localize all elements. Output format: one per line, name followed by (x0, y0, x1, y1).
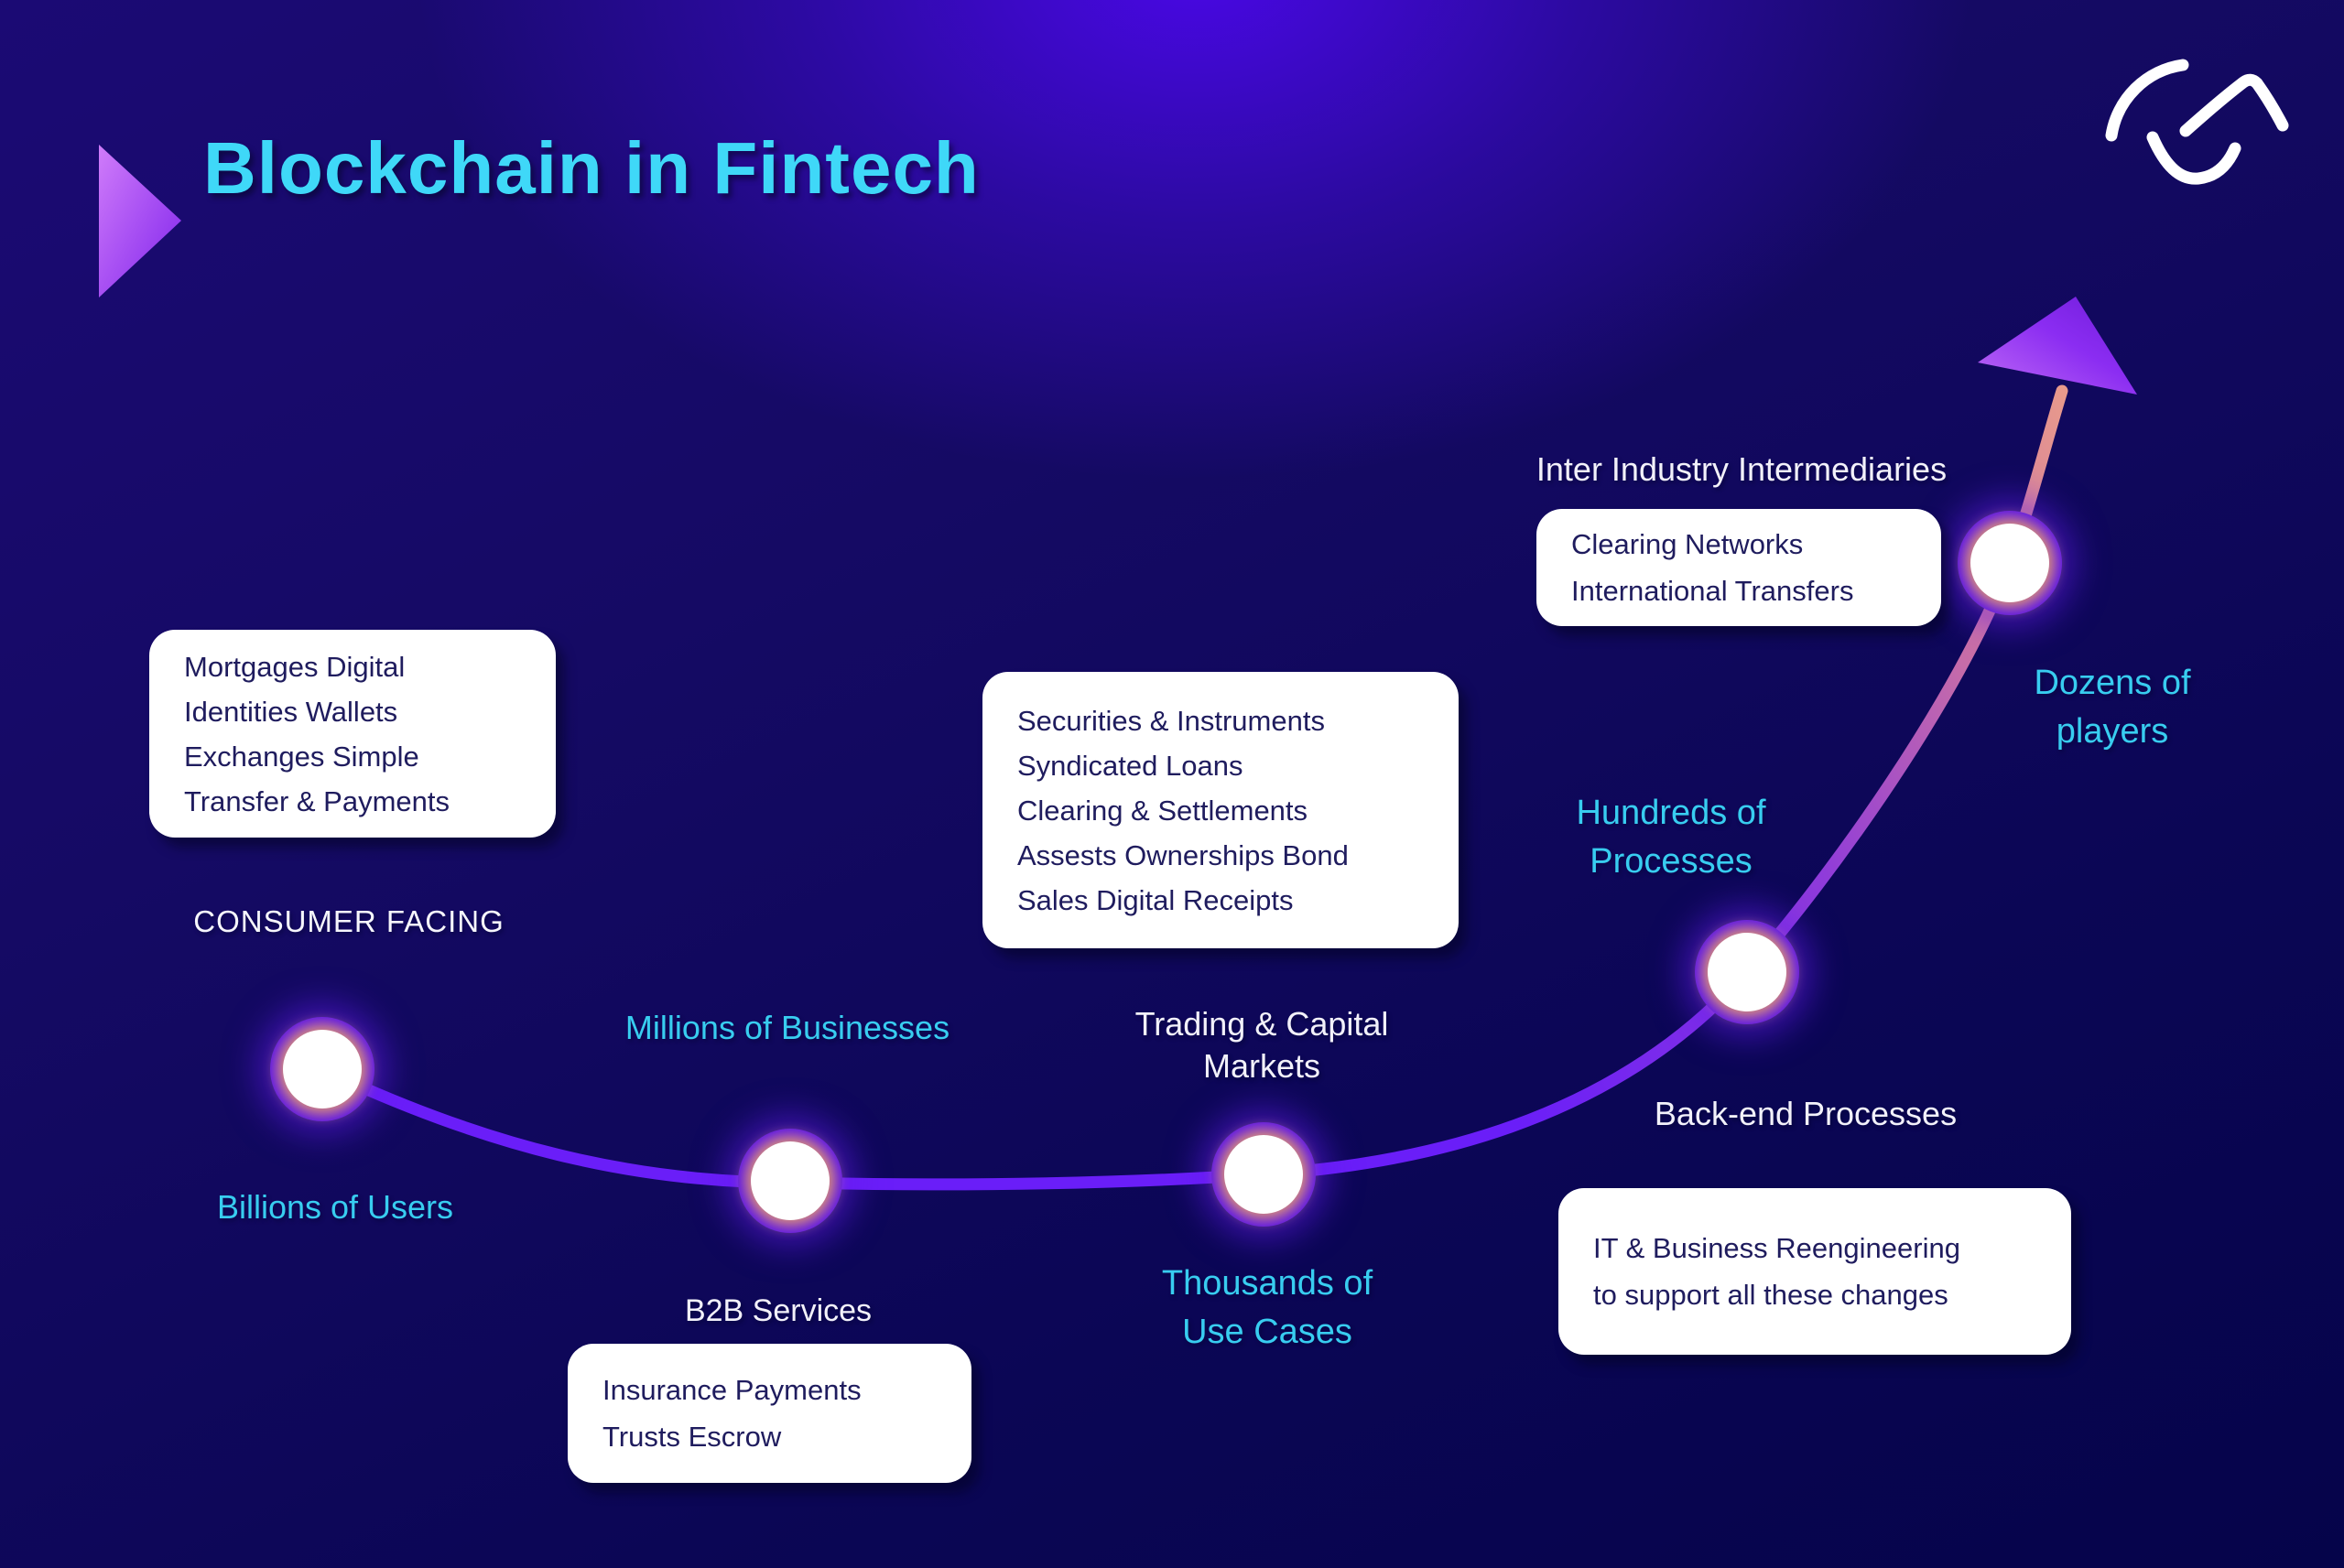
milestone-node-inter-industry-intermediaries (1970, 524, 2049, 602)
growth-curve (316, 384, 2068, 1191)
milestone-node-back-end-processes (1708, 933, 1786, 1011)
milestone-node-b2b-services (751, 1141, 830, 1220)
brand-logo-icon (2105, 59, 2289, 185)
logo-arc-stroke (2105, 59, 2189, 142)
category-label-consumer-facing: CONSUMER FACING (193, 904, 505, 938)
callout-b2b-services: Insurance Payments Trusts Escrow (568, 1344, 971, 1483)
title-accent-triangle-icon (99, 145, 181, 297)
category-label-b2b-services: B2B Services (684, 1293, 873, 1328)
scale-label-dozens-of-players: Dozens of players (2034, 664, 2191, 751)
page-title: Blockchain in Fintech (203, 127, 980, 209)
scale-label-millions-of-businesses: Millions of Businesses (624, 1009, 950, 1046)
scale-label-thousands-of-use-cases: Thousands of Use Cases (1161, 1264, 1373, 1351)
callout-inter-industry-intermediaries: Clearing Networks International Transfer… (1536, 509, 1941, 626)
callout-consumer-facing: Mortgages Digital Identities Wallets Exc… (149, 630, 556, 838)
category-label-inter-industry-intermediaries: Inter Industry Intermediaries (1536, 450, 1948, 488)
category-label-trading-capital-markets: Trading & Capital Markets (1134, 1005, 1389, 1085)
logo-peak-stroke (2179, 73, 2289, 137)
milestone-node-consumer-facing (283, 1030, 362, 1108)
scale-label-hundreds-of-processes: Hundreds of Processes (1576, 794, 1766, 881)
category-label-back-end-processes: Back-end Processes (1654, 1095, 1958, 1132)
callout-back-end-processes: IT & Business Reengineering to support a… (1558, 1188, 2071, 1355)
callout-trading-capital-markets: Securities & Instruments Syndicated Loan… (982, 672, 1459, 948)
scale-label-billions-of-users: Billions of Users (216, 1188, 454, 1226)
milestone-node-trading-capital-markets (1224, 1135, 1303, 1214)
curve-arrowhead-icon (1978, 297, 2137, 395)
logo-smile-stroke (2146, 131, 2241, 185)
